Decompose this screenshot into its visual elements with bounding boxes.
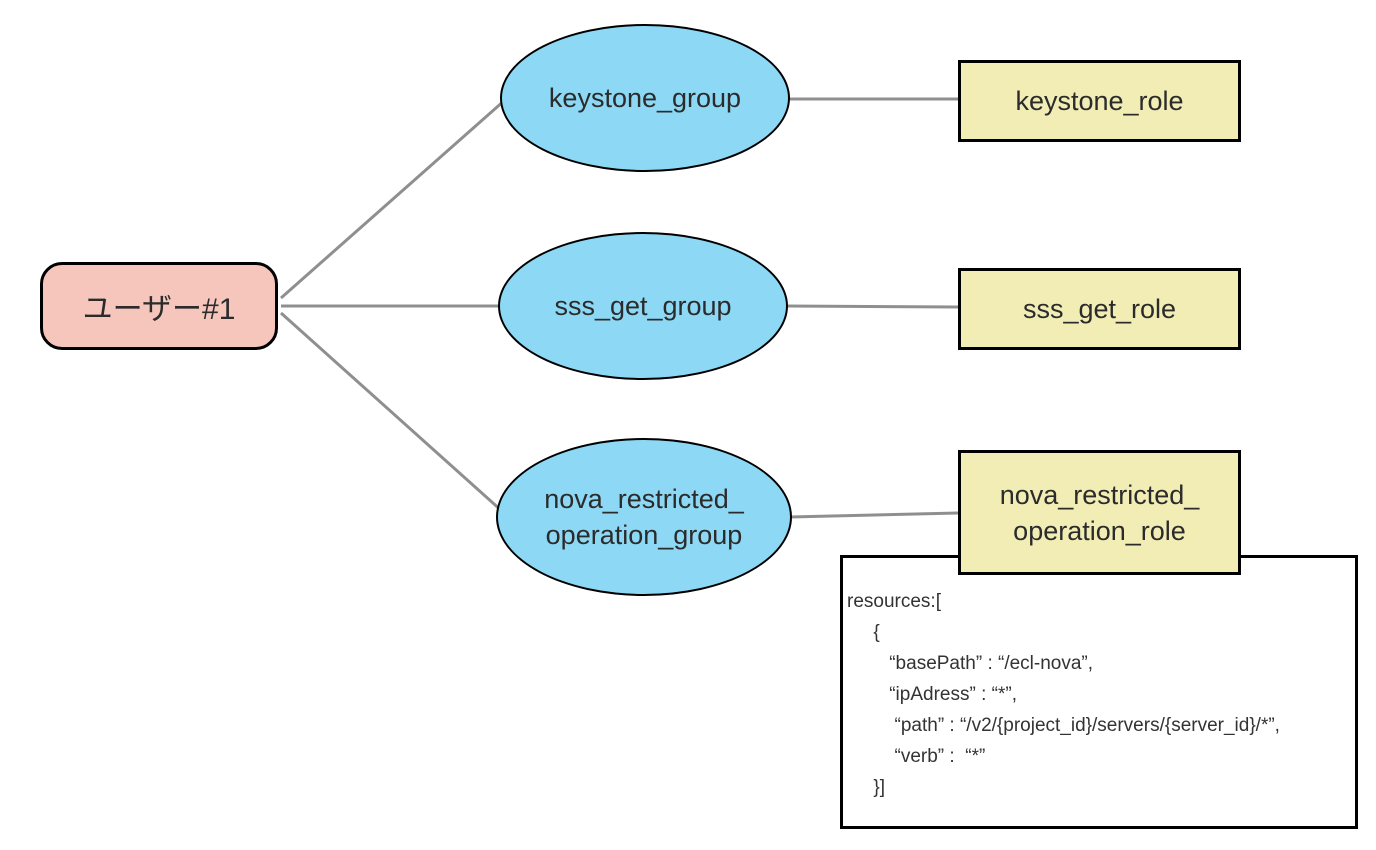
group-ellipse-keystone: keystone_group [500, 24, 790, 172]
group-label-sss-get: sss_get_group [554, 290, 732, 321]
code-line: “ipAdress” : “*”, [847, 684, 1017, 705]
role-label-keystone: keystone_role [1015, 85, 1184, 116]
code-line: “basePath” : “/ecl-nova”, [847, 653, 1094, 674]
group-label-keystone: keystone_group [548, 82, 742, 113]
connector-user-to-keystone-group [280, 98, 506, 300]
policy-resources-code-box: resources:[ { “basePath” : “/ecl-nova”, … [840, 555, 1358, 829]
connector-sss-group-to-role [785, 304, 959, 309]
role-box-sss-get: sss_get_role [958, 268, 1241, 350]
role-box-nova-restricted-operation: nova_restricted_ operation_role [958, 450, 1241, 575]
code-line: { [847, 622, 880, 643]
code-line: resources:[ [847, 591, 941, 612]
connector-user-to-nova-group [279, 311, 505, 514]
user-node-label: ユーザー#1 [82, 293, 236, 326]
role-box-keystone: keystone_role [958, 60, 1241, 142]
code-line: }] [847, 777, 886, 798]
user-node: ユーザー#1 [40, 262, 278, 350]
role-label-sss-get: sss_get_role [1022, 293, 1177, 324]
connector-nova-group-to-role [789, 511, 959, 519]
code-line: “verb” : “*” [847, 746, 986, 767]
code-line: “path” : “/v2/{project_id}/servers/{serv… [847, 715, 1280, 736]
role-label-nova-restricted-operation: nova_restricted_ operation_role [999, 479, 1200, 546]
group-label-nova-restricted-operation: nova_restricted_ operation_group [544, 484, 744, 550]
group-ellipse-sss-get: sss_get_group [498, 232, 788, 380]
group-ellipse-nova-restricted-operation: nova_restricted_ operation_group [496, 438, 792, 596]
